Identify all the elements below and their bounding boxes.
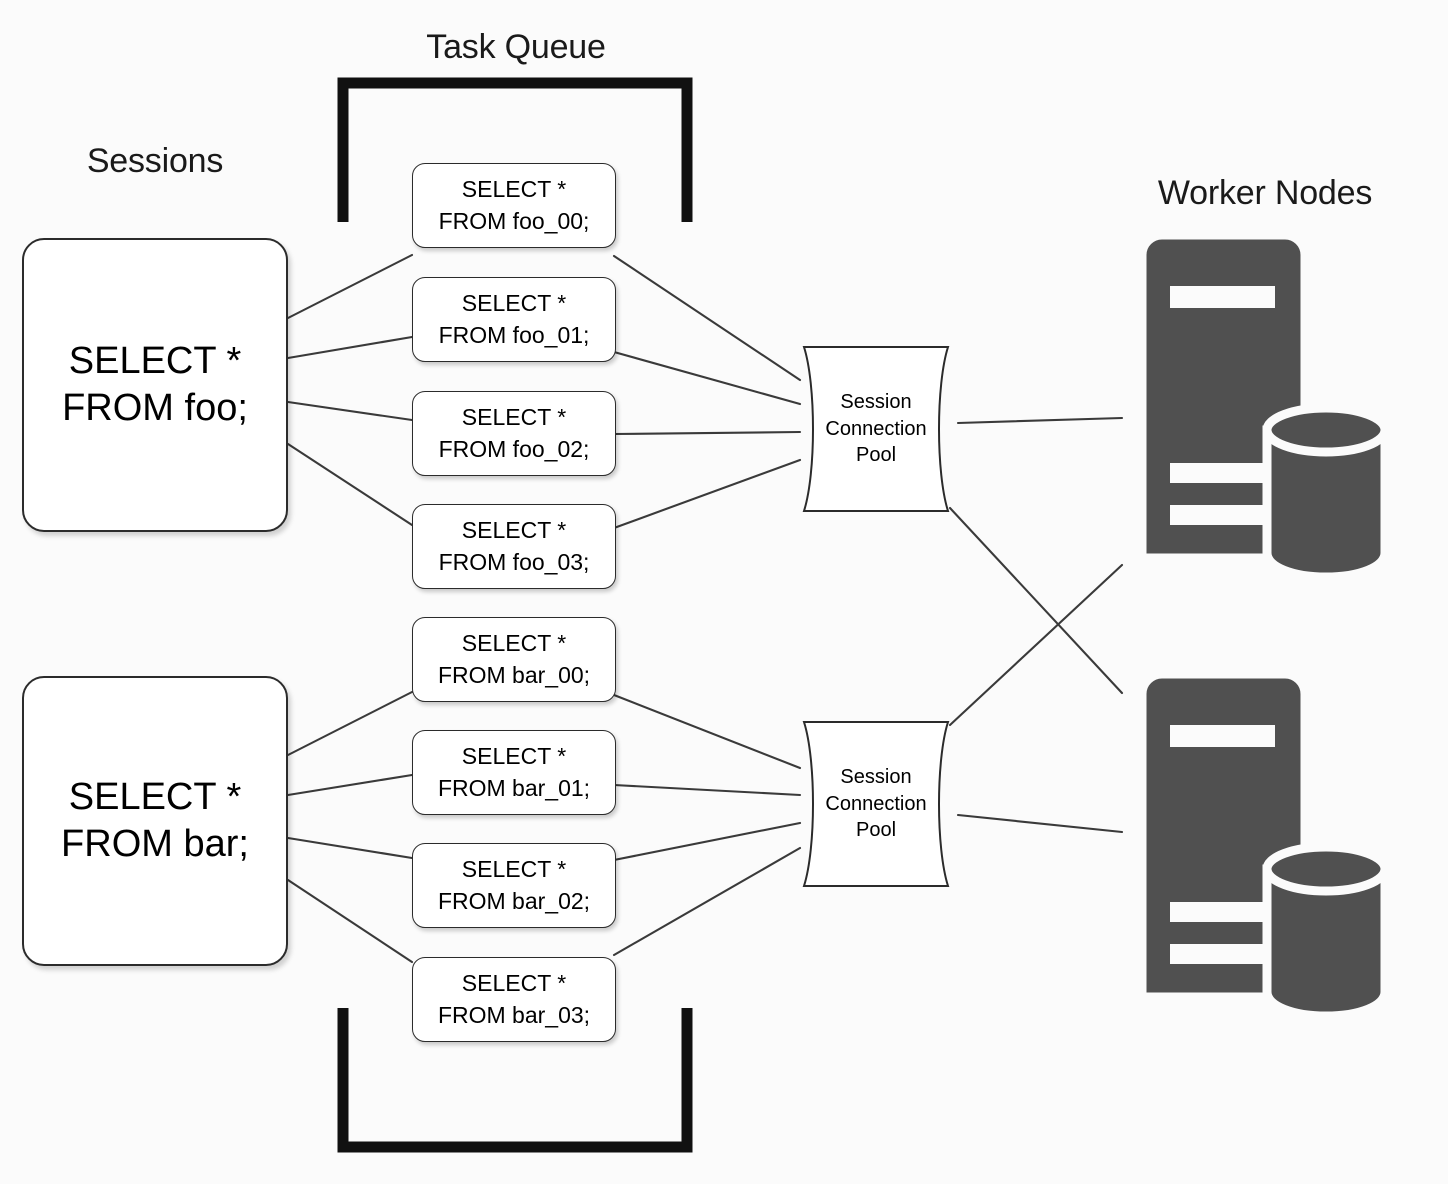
session-bar-line1: SELECT * [68, 776, 242, 819]
task-box-foo-03[interactable]: SELECT * FROM foo_03; [412, 504, 616, 589]
task-box-foo-02[interactable]: SELECT * FROM foo_02; [412, 391, 616, 476]
task-foo-03-line1: SELECT * [461, 517, 567, 544]
wire-task-foo-00-to-pool-top [612, 254, 802, 382]
task-bar-01-line2: FROM bar_01; [437, 774, 591, 801]
wire-task-bar-00-to-pool-bottom [612, 693, 802, 770]
wire-task-foo-01-to-pool-top [612, 350, 802, 406]
task-box-bar-02[interactable]: SELECT * FROM bar_02; [412, 843, 616, 928]
task-bar-00-line2: FROM bar_00; [437, 661, 591, 688]
sessions-heading: Sessions [86, 142, 224, 180]
session-bar-line2: FROM bar; [61, 823, 249, 865]
task-box-foo-00[interactable]: SELECT * FROM foo_00; [412, 163, 616, 248]
task-foo-03-text: SELECT * FROM foo_03; [439, 515, 590, 577]
wire-session-foo-to-task-foo-01 [286, 335, 414, 360]
task-box-bar-03[interactable]: SELECT * FROM bar_03; [412, 957, 616, 1042]
task-bar-01-line1: SELECT * [461, 743, 567, 770]
session-foo-text: SELECT * FROM foo; [62, 338, 248, 431]
wire-task-bar-01-to-pool-bottom [612, 783, 802, 797]
task-bar-01-text: SELECT * FROM bar_01; [438, 741, 590, 803]
task-box-bar-00[interactable]: SELECT * FROM bar_00; [412, 617, 616, 702]
task-queue-heading: Task Queue [426, 28, 606, 66]
wire-session-foo-to-task-foo-03 [286, 442, 414, 527]
pool-bottom-line3: Pool [855, 819, 897, 842]
wire-task-bar-02-to-pool-bottom [612, 821, 802, 862]
wire-task-bar-03-to-pool-bottom [612, 846, 802, 957]
task-foo-00-line1: SELECT * [461, 176, 567, 203]
pool-top-line3: Pool [855, 444, 897, 467]
task-foo-02-text: SELECT * FROM foo_02; [439, 402, 590, 464]
task-bar-03-line2: FROM bar_03; [437, 1001, 591, 1028]
session-connection-pool-bottom[interactable]: Session Connection Pool [790, 718, 962, 890]
wire-session-bar-to-task-bar-02 [286, 836, 414, 860]
task-bar-02-text: SELECT * FROM bar_02; [438, 854, 590, 916]
wire-pool-bottom-to-worker-bottom [956, 813, 1124, 834]
wire-session-bar-to-task-bar-00 [286, 690, 414, 757]
task-foo-03-line2: FROM foo_03; [438, 548, 590, 575]
session-box-foo[interactable]: SELECT * FROM foo; [22, 238, 288, 532]
task-bar-00-line1: SELECT * [461, 630, 567, 657]
wire-pool-top-to-worker-bottom [948, 506, 1124, 695]
task-foo-01-text: SELECT * FROM foo_01; [439, 288, 590, 350]
wire-pool-top-to-worker-top [956, 416, 1124, 425]
task-foo-00-text: SELECT * FROM foo_00; [439, 174, 590, 236]
worker-node-bottom[interactable] [1130, 672, 1410, 1027]
wire-session-bar-to-task-bar-01 [286, 773, 414, 797]
task-box-bar-01[interactable]: SELECT * FROM bar_01; [412, 730, 616, 815]
wire-session-foo-to-task-foo-00 [286, 253, 414, 320]
server-database-icon [1137, 233, 1390, 582]
worker-node-top[interactable] [1130, 233, 1410, 588]
task-box-foo-01[interactable]: SELECT * FROM foo_01; [412, 277, 616, 362]
task-foo-00-line2: FROM foo_00; [438, 207, 590, 234]
task-foo-02-line1: SELECT * [461, 404, 567, 431]
task-bar-02-line2: FROM bar_02; [437, 887, 591, 914]
wire-pool-bottom-to-worker-top [948, 563, 1124, 727]
task-bar-02-line1: SELECT * [461, 856, 567, 883]
pool-top-line1: Session [840, 391, 912, 414]
worker-nodes-heading: Worker Nodes [1157, 174, 1373, 212]
pool-bottom-label: Session Connection Pool [790, 718, 962, 890]
task-foo-01-line2: FROM foo_01; [438, 321, 590, 348]
session-bar-text: SELECT * FROM bar; [61, 774, 249, 867]
session-box-bar[interactable]: SELECT * FROM bar; [22, 676, 288, 966]
session-foo-line1: SELECT * [68, 340, 242, 383]
task-queue-bracket-top [330, 70, 700, 230]
pool-top-label: Session Connection Pool [790, 343, 962, 515]
task-bar-03-line1: SELECT * [461, 970, 567, 997]
wire-task-foo-02-to-pool-top [612, 430, 802, 436]
wire-session-foo-to-task-foo-02 [286, 400, 414, 422]
task-bar-00-text: SELECT * FROM bar_00; [438, 628, 590, 690]
pool-bottom-line2: Connection [825, 792, 927, 815]
pool-bottom-line1: Session [840, 766, 912, 789]
server-database-icon [1137, 672, 1390, 1021]
task-bar-03-text: SELECT * FROM bar_03; [438, 968, 590, 1030]
task-foo-01-line1: SELECT * [461, 290, 567, 317]
session-connection-pool-top[interactable]: Session Connection Pool [790, 343, 962, 515]
task-foo-02-line2: FROM foo_02; [438, 435, 590, 462]
wire-session-bar-to-task-bar-03 [286, 878, 414, 964]
task-queue-bracket-bottom [330, 1000, 700, 1160]
wire-task-foo-03-to-pool-top [612, 458, 802, 530]
pool-top-line2: Connection [825, 417, 927, 440]
session-foo-line2: FROM foo; [62, 387, 248, 429]
